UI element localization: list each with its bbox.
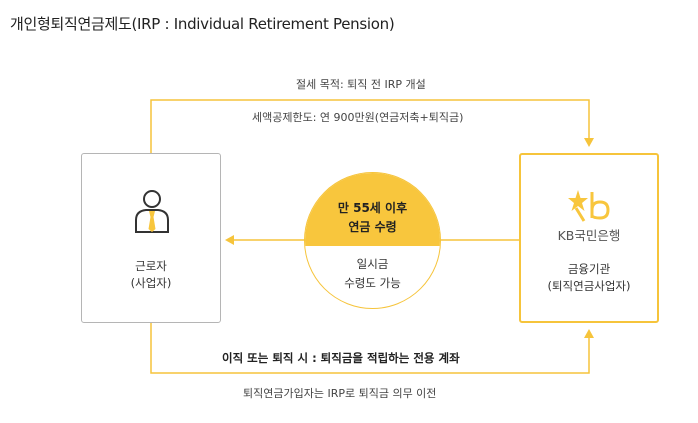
- person-icon: [135, 190, 169, 233]
- bottom-flow-subtext: 퇴직연금가입자는 IRP로 퇴직금 의무 이전: [243, 387, 437, 400]
- kb-star-icon: [568, 190, 610, 222]
- top-flow-subtext: 세액공제한도: 연 900만원(연금저축+퇴직금): [252, 111, 464, 124]
- circle-bottom-line2: 수령도 가능: [344, 276, 401, 290]
- top-flow-line: [150, 99, 590, 153]
- worker-label: 근로자: [135, 259, 167, 273]
- top-flow-arrowhead: [584, 138, 594, 147]
- page-title: 개인형퇴직연금제도(IRP : Individual Retirement Pe…: [10, 15, 395, 33]
- bottom-flow-heading: 이직 또는 퇴직 시 : 퇴직금을 적립하는 전용 계좌: [222, 351, 460, 365]
- pension-circle: 만 55세 이후 연금 수령 일시금 수령도 가능: [304, 172, 441, 309]
- top-flow-heading: 절세 목적: 퇴직 전 IRP 개설: [296, 78, 426, 91]
- circle-bottom-line1: 일시금: [356, 257, 389, 271]
- bank-sublabel: (퇴직연금사업자): [547, 279, 631, 293]
- circle-top-fill: [305, 173, 440, 246]
- bank-box: KB국민은행 금융기관 (퇴직연금사업자): [519, 153, 659, 323]
- circle-top-line2: 연금 수령: [348, 220, 397, 234]
- circle-top-text: 만 55세 이후 연금 수령: [305, 199, 440, 237]
- worker-box: 근로자 (사업자): [81, 153, 221, 323]
- circle-bottom-text: 일시금 수령도 가능: [305, 255, 440, 293]
- circle-top-line1: 만 55세 이후: [337, 201, 408, 215]
- middle-flow-arrowhead: [225, 235, 234, 245]
- bank-logo-text: KB국민은행: [557, 228, 621, 243]
- bank-label: 금융기관: [567, 262, 611, 276]
- bottom-flow-line: [150, 323, 590, 374]
- bottom-flow-arrowhead: [584, 329, 594, 338]
- worker-sublabel: (사업자): [130, 276, 172, 290]
